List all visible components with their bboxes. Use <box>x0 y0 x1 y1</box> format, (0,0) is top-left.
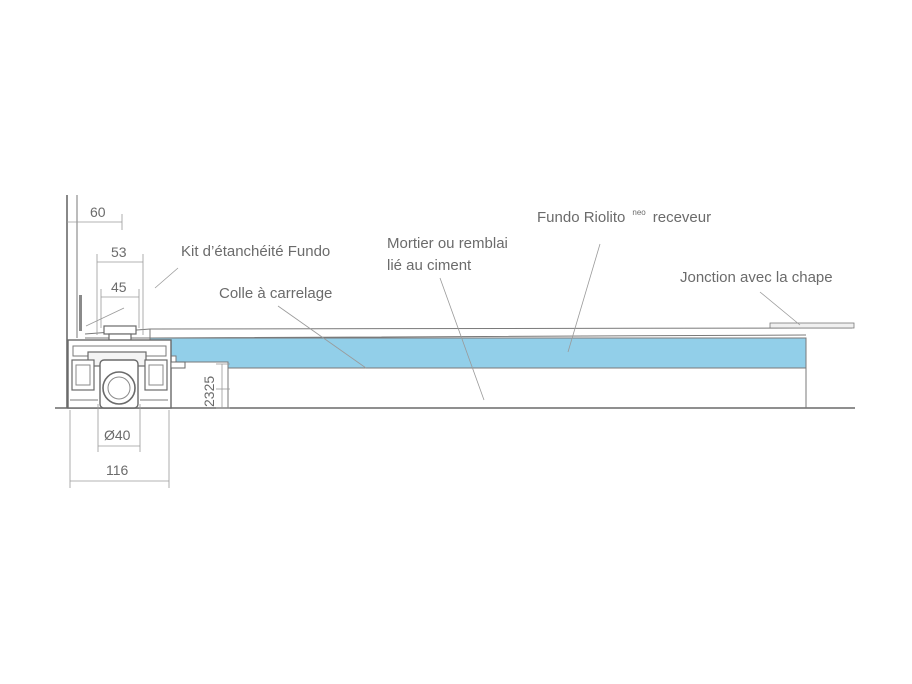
dim-53: 53 <box>111 244 127 260</box>
label-fundo-end: receveur <box>653 209 711 226</box>
dim-45: 45 <box>111 279 127 295</box>
dimension-lines <box>67 214 230 488</box>
dim-diameter-40: Ø40 <box>104 427 131 443</box>
drain-assembly <box>67 325 186 409</box>
label-kit-etancheite: Kit d’étanchéité Fundo <box>181 243 330 260</box>
mortar-bed <box>227 338 807 408</box>
dim-116: 116 <box>106 462 129 478</box>
tile-layer <box>84 322 855 339</box>
receiver-body <box>149 337 807 369</box>
label-jonction-chape: Jonction avec la chape <box>680 269 833 286</box>
label-colle-carrelage: Colle à carrelage <box>219 285 332 302</box>
label-mortier-line2: lié au ciment <box>387 257 472 274</box>
label-fundo-main: Fundo Riolito <box>537 209 625 226</box>
wall <box>66 195 82 408</box>
label-mortier-line1: Mortier ou remblai <box>387 235 508 252</box>
label-fundo-riolito: Fundo Riolito neo receveur <box>537 202 711 226</box>
leader-lines <box>154 243 801 401</box>
dim-2325: 2325 <box>201 376 217 407</box>
label-fundo-sup: neo <box>632 208 646 217</box>
dim-60: 60 <box>90 204 106 220</box>
